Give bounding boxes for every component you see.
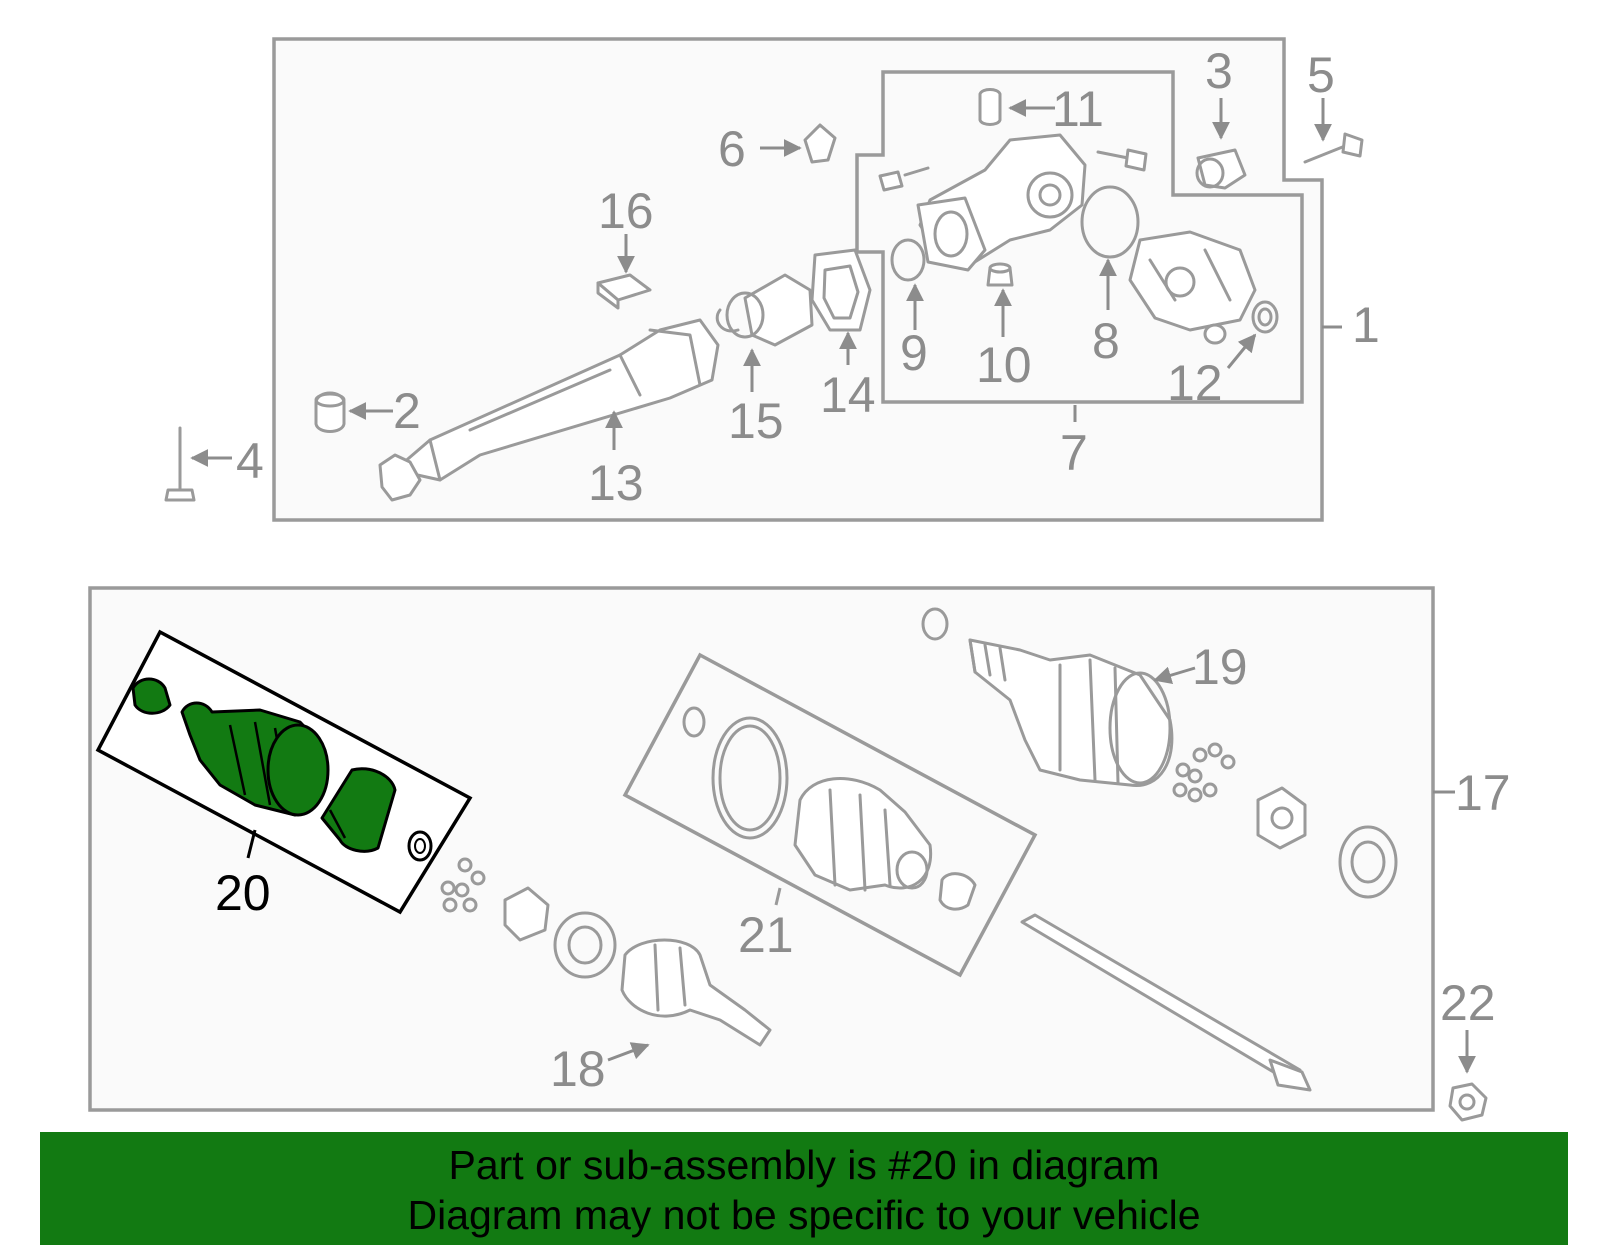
callout-8: 8 xyxy=(1092,313,1120,369)
callout-12: 12 xyxy=(1167,355,1223,411)
gasket-part xyxy=(810,248,872,332)
half-shaft-part xyxy=(1020,913,1312,1092)
callout-9: 9 xyxy=(900,325,928,381)
o-ring-part xyxy=(890,238,926,282)
callout-22: 22 xyxy=(1440,975,1496,1031)
callout-18: 18 xyxy=(550,1041,606,1097)
mount-bolt-part xyxy=(1303,132,1364,164)
upper-leaders xyxy=(190,98,1342,467)
callout-13: 13 xyxy=(588,455,644,511)
callout-1: 1 xyxy=(1352,297,1380,353)
callout-14: 14 xyxy=(820,367,876,423)
callout-2: 2 xyxy=(393,383,421,439)
callout-17: 17 xyxy=(1455,765,1511,821)
axle-seal-part xyxy=(1203,300,1279,345)
callout-10: 10 xyxy=(976,337,1032,393)
vent-part xyxy=(978,88,1002,126)
banner-line-part-number: Part or sub-assembly is #20 in diagram xyxy=(448,1142,1160,1188)
long-bolt-part xyxy=(164,426,196,502)
inner-boot-kit-part xyxy=(622,652,1038,978)
differential-bolts-part xyxy=(878,148,1148,192)
differential-housing-part xyxy=(916,133,1087,272)
callout-21: 21 xyxy=(738,907,794,963)
callout-3: 3 xyxy=(1205,43,1233,99)
outer-cv-joint-part xyxy=(921,607,1174,788)
callout-labels: 1 2 3 4 5 6 7 8 9 10 11 12 13 14 15 16 1… xyxy=(215,43,1511,1097)
boot-kit-part-highlighted xyxy=(95,629,473,915)
bearing-balls-right-part xyxy=(1172,742,1236,803)
callout-4: 4 xyxy=(236,433,264,489)
plug-part xyxy=(314,391,346,433)
callout-15: 15 xyxy=(728,393,784,449)
bushing-part xyxy=(1195,148,1247,190)
callout-19: 19 xyxy=(1192,639,1248,695)
clip-part xyxy=(803,123,837,164)
banner-line-disclaimer: Diagram may not be specific to your vehi… xyxy=(407,1192,1201,1238)
axle-nut-part xyxy=(1448,1082,1488,1122)
carrier-tube-part xyxy=(378,318,720,502)
inner-race-right-part xyxy=(1256,786,1307,850)
lower-leaders xyxy=(607,666,1476,1074)
callout-6: 6 xyxy=(718,121,746,177)
cage-right-part xyxy=(1338,825,1398,899)
inner-cv-joint-part xyxy=(440,857,772,1047)
drain-plug-part xyxy=(986,262,1014,287)
part-info-banner: Part or sub-assembly is #20 in diagram D… xyxy=(40,1132,1568,1245)
callout-5: 5 xyxy=(1307,47,1335,103)
callout-11: 11 xyxy=(1052,81,1104,137)
callout-20: 20 xyxy=(215,865,271,921)
differential-cover-part xyxy=(1128,230,1257,332)
callout-7: 7 xyxy=(1060,425,1088,481)
bracket-part xyxy=(596,273,652,310)
callout-16: 16 xyxy=(598,183,654,239)
large-seal-part xyxy=(1080,185,1140,259)
actuator-part xyxy=(715,273,814,347)
